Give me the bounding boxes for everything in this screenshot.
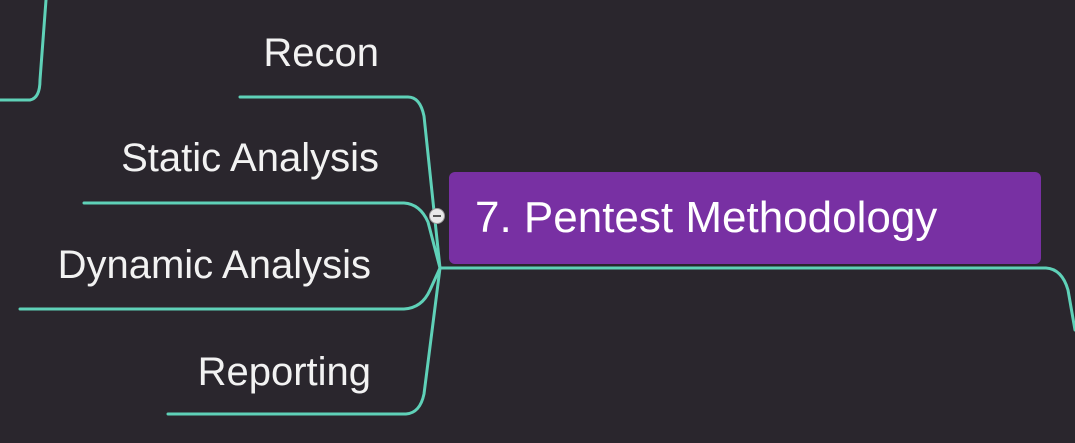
central-topic-label: 7. Pentest Methodology [475,193,938,242]
central-topic-node[interactable]: 7. Pentest Methodology [449,172,1041,264]
connector-reporting [166,266,442,416]
branch-label-dynamic-analysis[interactable]: Dynamic Analysis [57,243,371,287]
branch-label-recon[interactable]: Recon [263,31,379,75]
connector-static-analysis [82,201,442,270]
previous-topic-connector [0,0,48,102]
minus-circle-icon[interactable] [429,208,445,224]
connector-central-outgoing [438,266,1075,332]
branch-label-static-analysis[interactable]: Static Analysis [121,136,379,180]
branch-label-reporting[interactable]: Reporting [197,350,371,394]
connector-recon [238,95,442,270]
connector-dynamic-analysis [18,266,442,311]
